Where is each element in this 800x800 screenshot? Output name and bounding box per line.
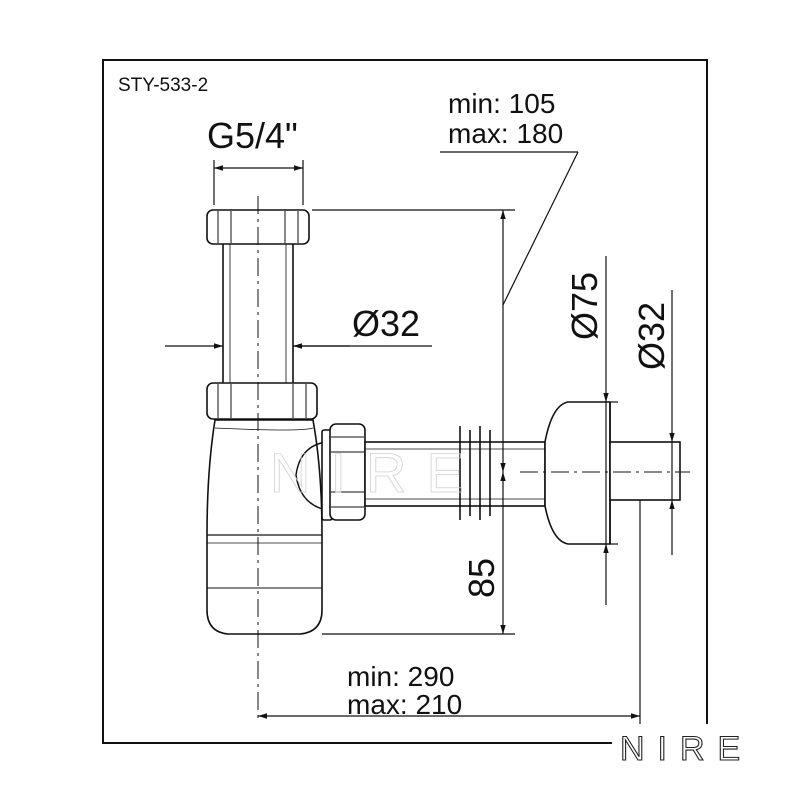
height-max-label: max: 180: [448, 118, 563, 149]
height-min-label: min: 105: [448, 88, 555, 119]
pipe-diameter-label: Ø32: [352, 303, 420, 344]
siphon-part: [206, 209, 681, 635]
pipe-break-marks: [459, 426, 491, 520]
drawing-code: STY-533-2: [118, 75, 208, 96]
wall-pipe: [609, 441, 681, 501]
wall-rosette: [544, 401, 611, 545]
drawing-frame: [102, 59, 708, 744]
middle-nut: [206, 382, 318, 420]
center-lines: [257, 196, 690, 722]
rosette-diameter-label: Ø75: [564, 272, 605, 340]
brand-logo: NIRE: [612, 724, 762, 769]
length-max-label: max: 210: [347, 689, 462, 720]
trap-height-label: 85: [461, 558, 502, 598]
bottle-body: [206, 419, 323, 635]
center-watermark: NIRE: [270, 441, 484, 504]
height-leader: [502, 151, 579, 306]
thread-label: G5/4": [207, 115, 298, 156]
brand-logo-text: NIRE: [620, 730, 753, 768]
outlet-stub: [295, 441, 327, 511]
length-min-label: min: 290: [347, 661, 454, 692]
outlet-diameter-label: Ø32: [631, 302, 672, 370]
